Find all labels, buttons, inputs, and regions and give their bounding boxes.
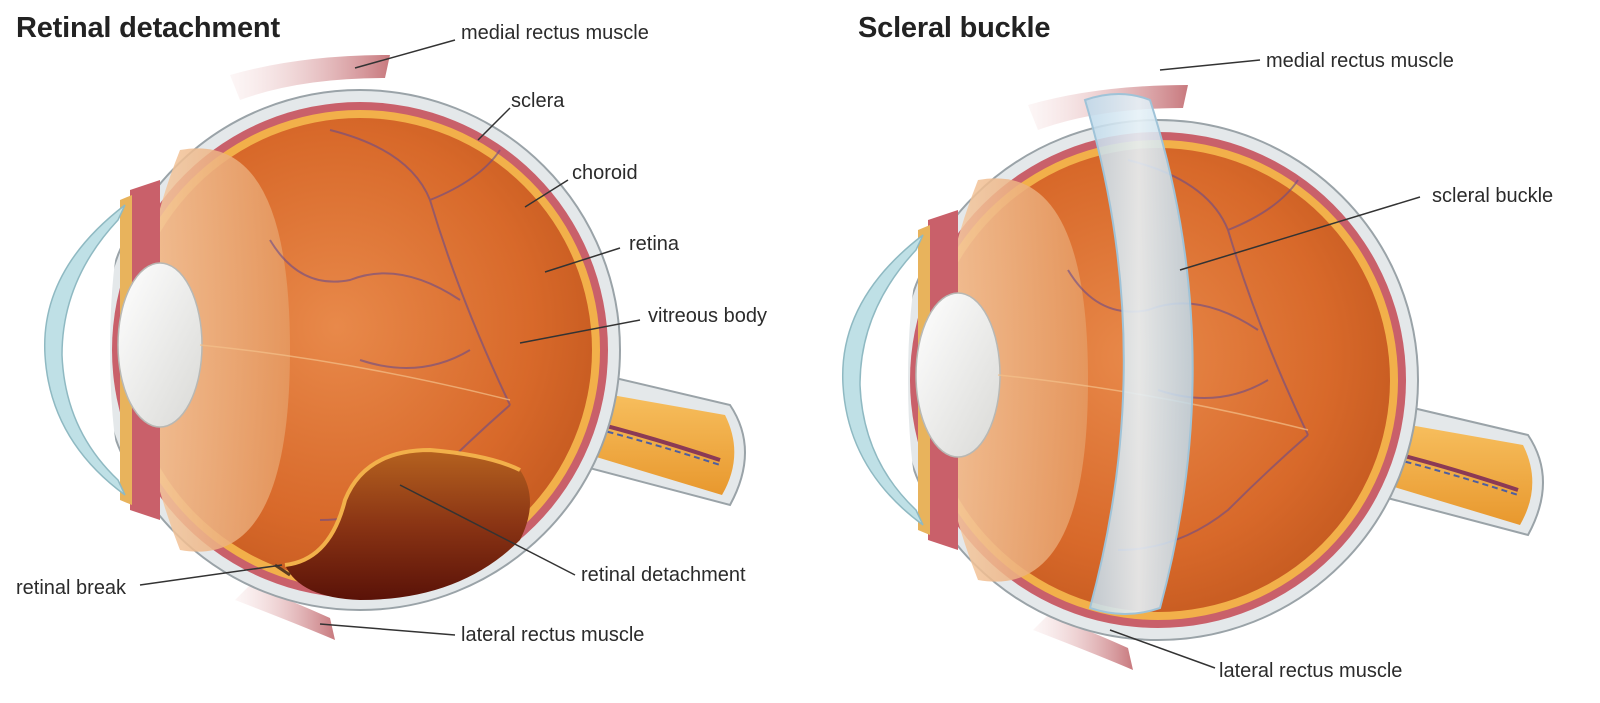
- label-choroid: choroid: [572, 162, 638, 184]
- right-panel-title: Scleral buckle: [858, 12, 1051, 44]
- scleral-buckle-band: [1083, 93, 1194, 615]
- label-scleral-buckle: scleral buckle: [1432, 185, 1554, 207]
- label-medial-rectus-right: medial rectus muscle: [1266, 50, 1454, 72]
- left-panel-title: Retinal detachment: [16, 12, 280, 44]
- right-leader-lines: [1109, 59, 1421, 669]
- left-leader-lines: [139, 39, 641, 636]
- retinal-detachment-region: [285, 450, 530, 600]
- label-vitreous-body: vitreous body: [648, 305, 767, 327]
- left-eye-illustration: [42, 53, 747, 642]
- label-retina: retina: [629, 233, 680, 255]
- retinal-break-marker: [274, 563, 291, 577]
- label-retinal-break: retinal break: [16, 577, 127, 599]
- label-lateral-rectus-right: lateral rectus muscle: [1219, 660, 1403, 682]
- label-medial-rectus-left: medial rectus muscle: [461, 22, 649, 44]
- label-lateral-rectus-left: lateral rectus muscle: [461, 624, 645, 646]
- label-sclera: sclera: [511, 90, 565, 112]
- label-retinal-detachment: retinal detachment: [581, 564, 746, 586]
